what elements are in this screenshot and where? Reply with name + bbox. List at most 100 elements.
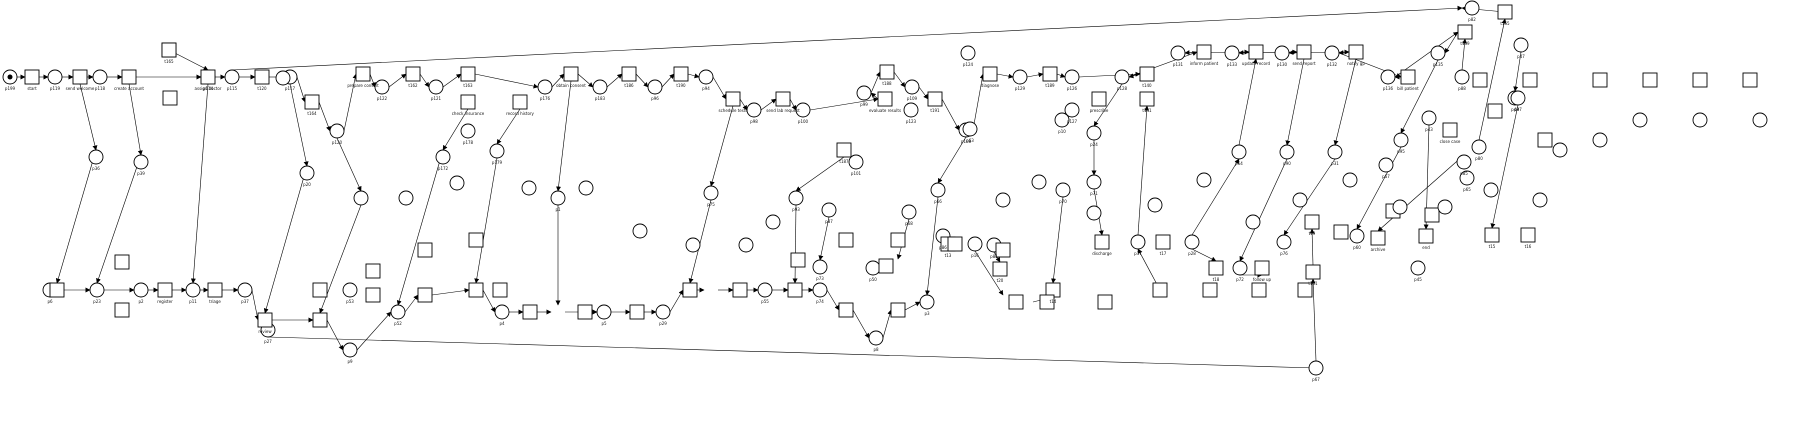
transition-t_prescribe[interactable]: [1091, 91, 1107, 107]
transition-t_prepare_consult[interactable]: [355, 66, 371, 82]
place-p2[interactable]: [133, 282, 149, 298]
place-p98[interactable]: [746, 102, 762, 118]
place-p172[interactable]: [435, 149, 451, 165]
place-node[interactable]: [1031, 174, 1047, 190]
place-p8[interactable]: [868, 330, 884, 346]
transition-t_end[interactable]: [1418, 228, 1434, 244]
place-node[interactable]: [398, 190, 414, 206]
place-p63[interactable]: [962, 121, 978, 137]
place-p115[interactable]: [224, 69, 240, 85]
place-p45[interactable]: [1410, 260, 1426, 276]
transition-node[interactable]: [161, 42, 177, 58]
transition-t188[interactable]: [879, 64, 895, 80]
place-p176[interactable]: [537, 79, 553, 95]
place-p129[interactable]: [1012, 69, 1028, 85]
transition-t140[interactable]: [1139, 66, 1155, 82]
transition-t18[interactable]: [1208, 260, 1224, 276]
transition-node[interactable]: [1472, 72, 1488, 88]
place-p66[interactable]: [930, 182, 946, 198]
place-p65[interactable]: [1459, 170, 1475, 186]
place-node[interactable]: [738, 237, 754, 253]
transition-t_notify_gp[interactable]: [1348, 44, 1364, 60]
place-node[interactable]: [275, 70, 291, 86]
place-p123[interactable]: [903, 102, 919, 118]
place-node[interactable]: [1692, 112, 1708, 128]
place-node[interactable]: [1392, 199, 1408, 215]
place-p71[interactable]: [1086, 174, 1102, 190]
place-p120[interactable]: [329, 123, 345, 139]
transition-node[interactable]: [1097, 294, 1113, 310]
transition-node[interactable]: [787, 282, 803, 298]
place-p53[interactable]: [342, 282, 358, 298]
transition-t120[interactable]: [254, 69, 270, 85]
place-p128[interactable]: [1114, 69, 1130, 85]
transition-t_send_welcome[interactable]: [72, 69, 88, 85]
place-p74[interactable]: [812, 282, 828, 298]
place-p1[interactable]: [550, 190, 566, 206]
place-p47[interactable]: [1513, 37, 1529, 53]
transition-t_discharge[interactable]: [1094, 234, 1110, 250]
place-node[interactable]: [521, 180, 537, 196]
place-p72[interactable]: [1232, 260, 1248, 276]
place-node[interactable]: [353, 190, 369, 206]
transition-t15[interactable]: [1484, 227, 1500, 243]
transition-node[interactable]: [1297, 282, 1313, 298]
place-p16[interactable]: [967, 236, 983, 252]
transition-node[interactable]: [1251, 282, 1267, 298]
place-p124[interactable]: [960, 45, 976, 61]
place-node[interactable]: [1552, 142, 1568, 158]
place-p43[interactable]: [1421, 110, 1437, 126]
transition-t_triage[interactable]: [207, 282, 223, 298]
transition-t_schedule_tests[interactable]: [725, 91, 741, 107]
transition-node[interactable]: [890, 302, 906, 318]
transition-t162[interactable]: [405, 66, 421, 82]
transition-node[interactable]: [878, 258, 894, 274]
transition-node[interactable]: [468, 232, 484, 248]
place-p109[interactable]: [904, 79, 920, 95]
place-p96[interactable]: [647, 79, 663, 95]
place-node[interactable]: [995, 192, 1011, 208]
place-p55[interactable]: [757, 282, 773, 298]
transition-t186[interactable]: [621, 66, 637, 82]
transition-t_inform_patient[interactable]: [1196, 44, 1212, 60]
place-p31[interactable]: [1327, 144, 1343, 160]
place-p36[interactable]: [88, 149, 104, 165]
transition-node[interactable]: [1424, 207, 1440, 223]
transition-t19[interactable]: [1304, 214, 1320, 230]
place-p93[interactable]: [788, 190, 804, 206]
place-p9[interactable]: [342, 342, 358, 358]
transition-node[interactable]: [838, 302, 854, 318]
transition-t139[interactable]: [1457, 24, 1473, 40]
place-p75[interactable]: [703, 185, 719, 201]
place-p73[interactable]: [812, 259, 828, 275]
place-p130[interactable]: [1274, 45, 1290, 61]
place-p37[interactable]: [237, 282, 253, 298]
transition-node[interactable]: [492, 282, 508, 298]
place-p126[interactable]: [1064, 69, 1080, 85]
transition-t_check_insurance[interactable]: [460, 94, 476, 110]
place-p57[interactable]: [1378, 157, 1394, 173]
place-p97[interactable]: [1510, 90, 1526, 106]
transition-node[interactable]: [365, 287, 381, 303]
transition-node[interactable]: [1487, 103, 1503, 119]
transition-t_send_lab_request[interactable]: [775, 91, 791, 107]
transition-t_archive[interactable]: [1370, 230, 1386, 246]
transition-t_assign_doctor[interactable]: [200, 69, 216, 85]
place-p132[interactable]: [1324, 45, 1340, 61]
place-p119[interactable]: [47, 69, 63, 85]
place-node[interactable]: [1592, 132, 1608, 148]
place-p178[interactable]: [460, 123, 476, 139]
place-node[interactable]: [1086, 205, 1102, 221]
transition-node[interactable]: [1333, 224, 1349, 240]
place-p183[interactable]: [592, 79, 608, 95]
place-node[interactable]: [1292, 192, 1308, 208]
place-p17[interactable]: [1130, 234, 1146, 250]
place-p68[interactable]: [901, 204, 917, 220]
place-node[interactable]: [765, 214, 781, 230]
transition-t_bill_patient[interactable]: [1400, 69, 1416, 85]
transition-node[interactable]: [790, 252, 806, 268]
place-node[interactable]: [1196, 172, 1212, 188]
place-node[interactable]: [1147, 197, 1163, 213]
place-p24[interactable]: [1086, 125, 1102, 141]
transition-node[interactable]: [522, 304, 538, 320]
